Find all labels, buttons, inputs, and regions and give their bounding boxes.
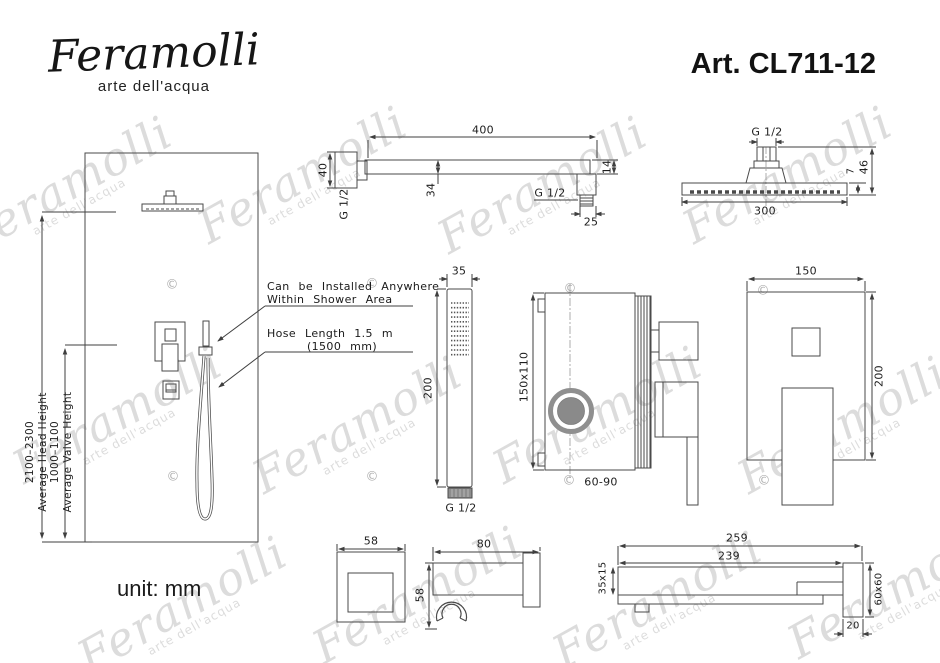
spout-total-length-dim: 259 bbox=[726, 531, 748, 545]
install-area-note: Can be Installed Anywhere Within Shower … bbox=[267, 280, 440, 306]
spout-outlet-size-dim: 35x15 bbox=[597, 561, 609, 595]
copyright-mark: © bbox=[166, 469, 180, 485]
arm-thread-right-label: G 1/2 bbox=[534, 186, 566, 200]
hose-length-note: Hose Length 1.5 m (1500 mm) bbox=[267, 327, 393, 353]
holder-front-size-dim: 58 bbox=[363, 534, 379, 548]
spout-flange-size-dim: 60x60 bbox=[873, 572, 885, 606]
copyright-mark: © bbox=[757, 473, 771, 489]
spout-body-length-dim: 239 bbox=[718, 549, 740, 563]
valve-depth-dim: 60-90 bbox=[584, 475, 618, 489]
unit-label: unit: mm bbox=[117, 576, 202, 601]
head-thickness-dim: 7 bbox=[845, 167, 857, 175]
brand-logo: Feramolli arte dell'acqua bbox=[47, 24, 261, 95]
spout-flange-depth-dim: 20 bbox=[846, 620, 860, 632]
head-height-dim: 46 bbox=[857, 159, 871, 175]
valve-body-size-dim: 150x110 bbox=[517, 351, 531, 403]
brand-tagline: arte dell'acqua bbox=[97, 78, 210, 95]
article-number: Art. CL711-12 bbox=[690, 48, 876, 80]
brand-name: Feramolli bbox=[47, 24, 261, 83]
copyright-mark: © bbox=[365, 276, 379, 292]
copyright-mark: © bbox=[563, 281, 577, 297]
head-width-dim: 300 bbox=[754, 204, 776, 218]
arm-drop-dim: 34 bbox=[424, 182, 438, 198]
copyright-mark: © bbox=[756, 283, 770, 299]
copyright-mark: © bbox=[562, 473, 576, 489]
hand-shower-thread-label: G 1/2 bbox=[445, 501, 477, 515]
arm-height-dim: 14 bbox=[600, 159, 614, 175]
hand-shower-width-dim: 35 bbox=[451, 264, 467, 278]
copyright-mark: © bbox=[365, 469, 379, 485]
trim-height-dim: 200 bbox=[872, 365, 886, 387]
arm-thread-left-label: G 1/2 bbox=[337, 188, 351, 220]
valve-height-label: 1000–1100 Average Valve Height bbox=[49, 391, 74, 513]
head-thread-label: G 1/2 bbox=[751, 125, 783, 139]
copyright-mark: © bbox=[165, 277, 179, 293]
trim-width-dim: 150 bbox=[795, 264, 817, 278]
hand-shower-length-dim: 200 bbox=[421, 377, 435, 399]
arm-flange-dim: 40 bbox=[316, 162, 330, 178]
head-height-label: 2100–2300 Average Head Height bbox=[24, 392, 49, 512]
arm-length-dim: 400 bbox=[472, 123, 494, 137]
holder-side-height-dim: 58 bbox=[413, 587, 427, 603]
holder-side-length-dim: 80 bbox=[476, 537, 492, 551]
arm-tip-dim: 25 bbox=[583, 215, 599, 229]
